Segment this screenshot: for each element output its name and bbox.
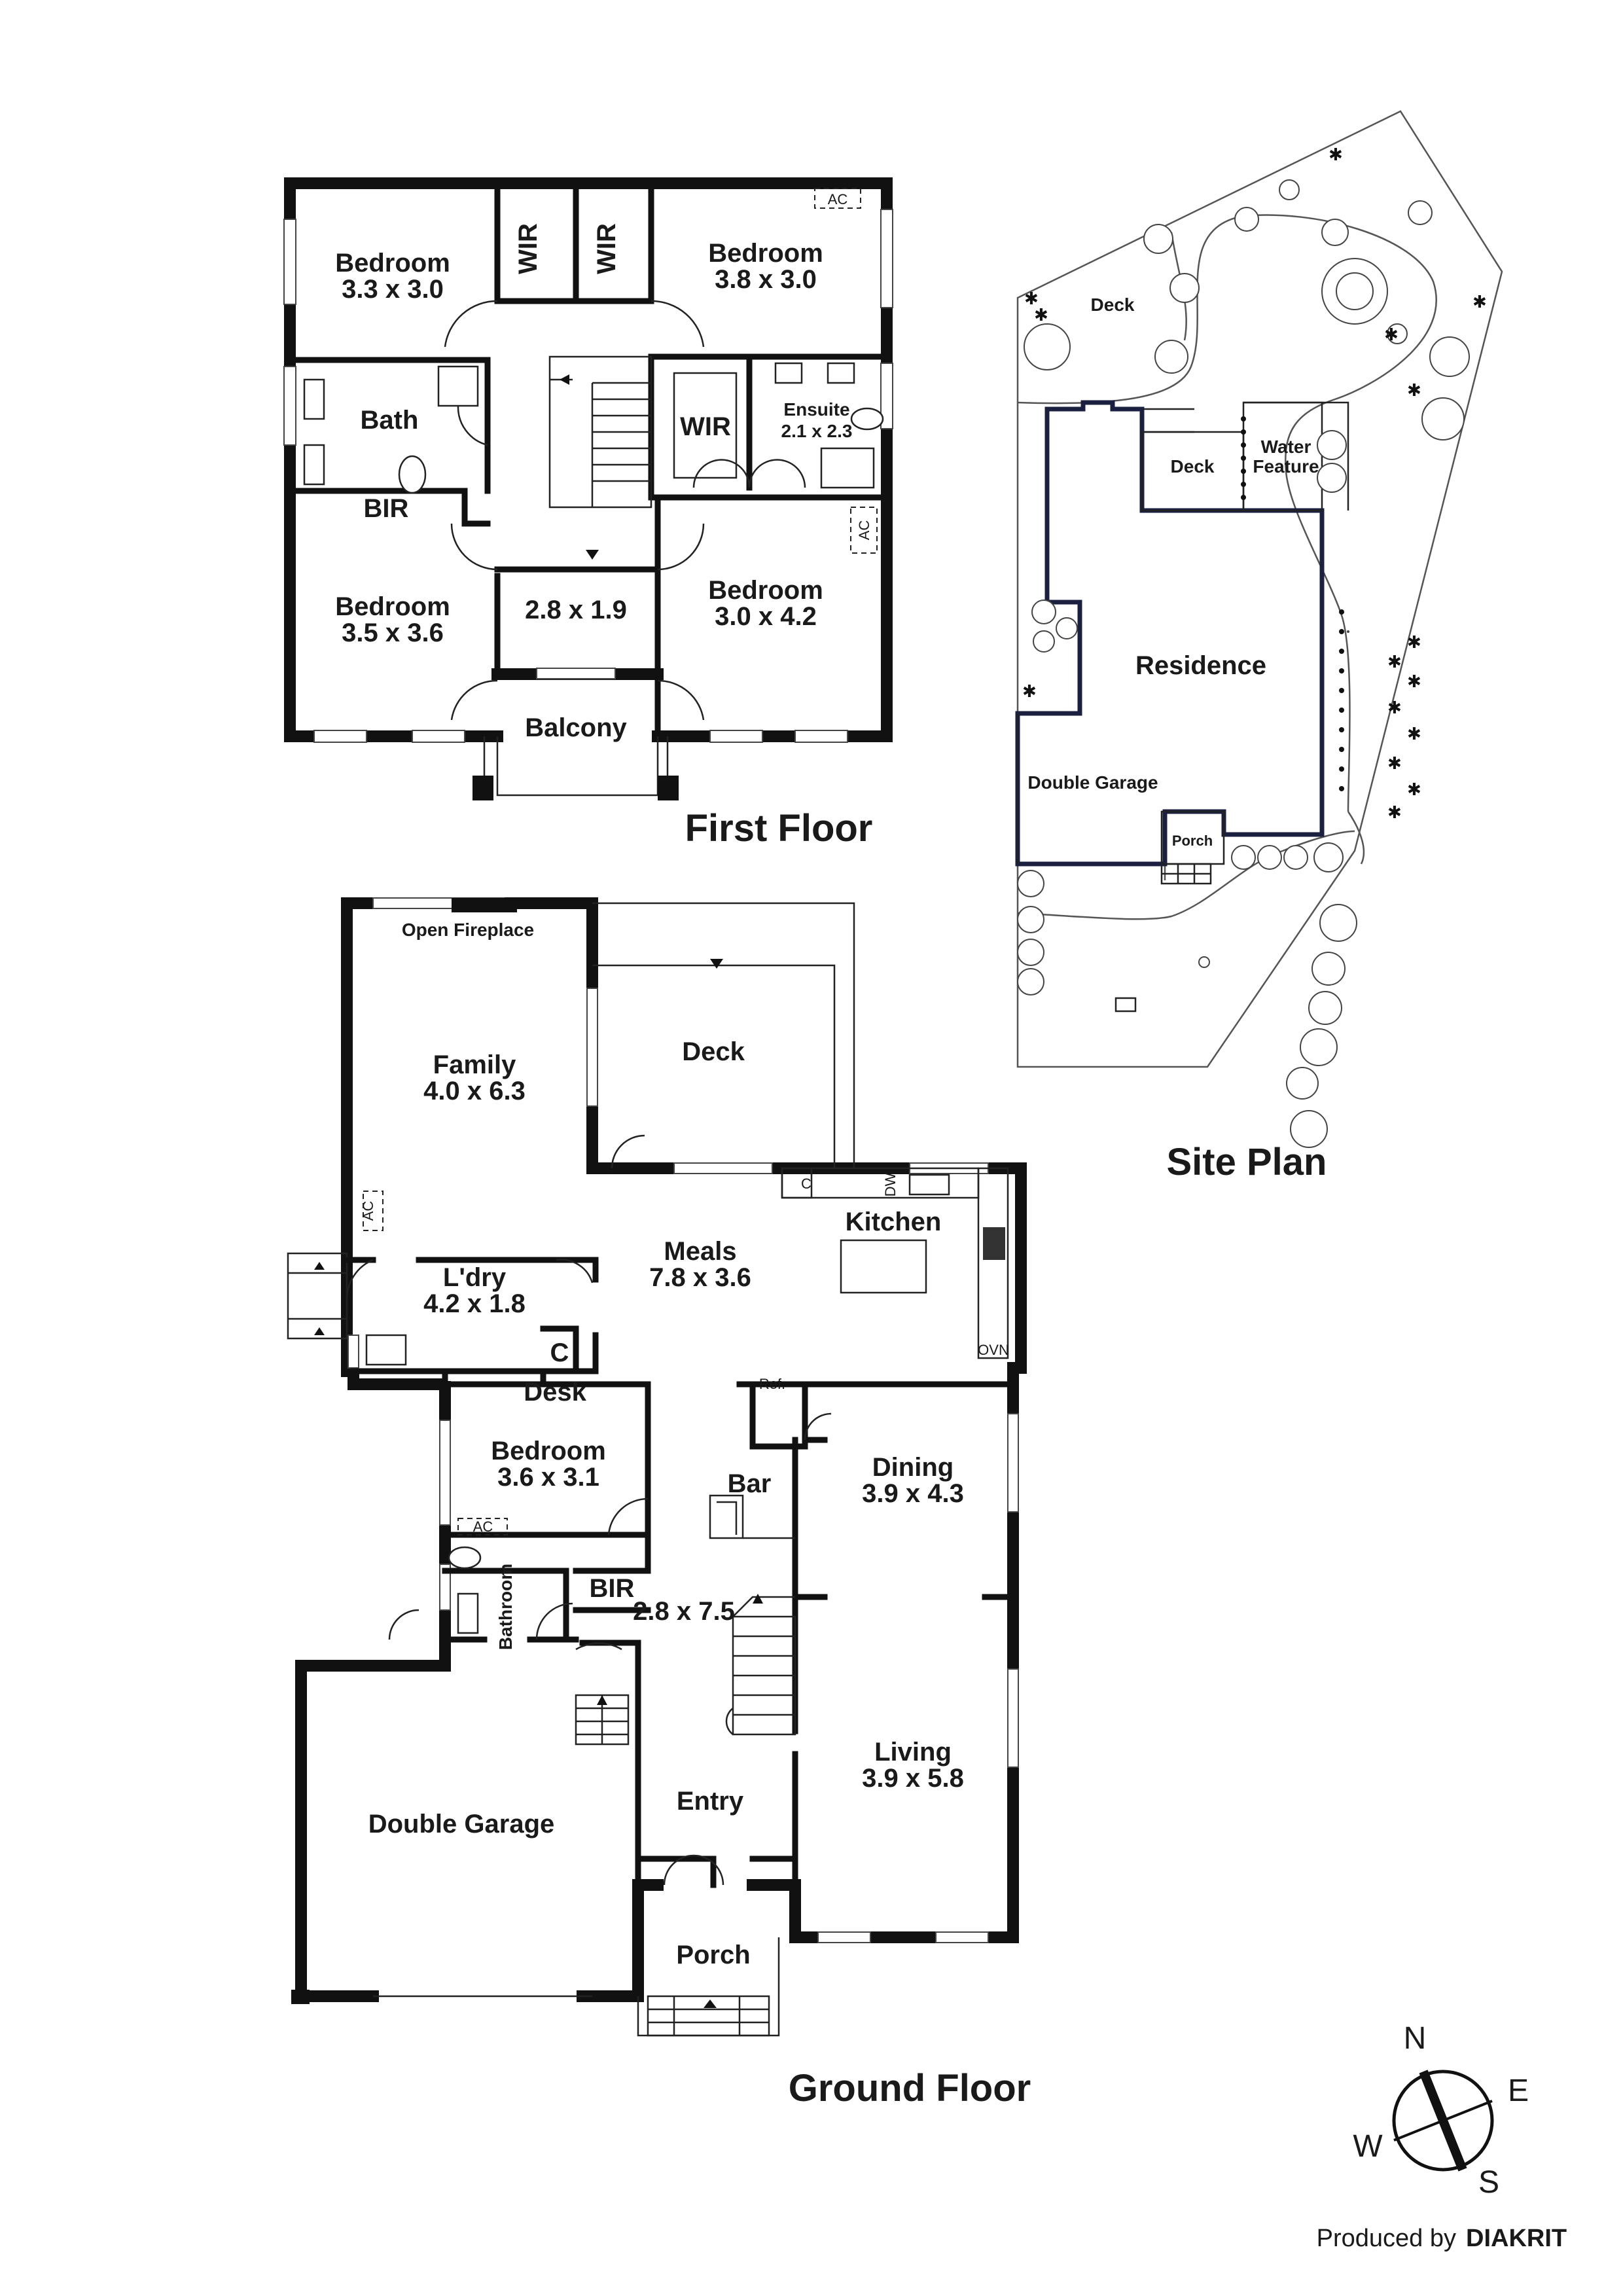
ff-bedroom-2-dim: 3.8 x 3.0 — [715, 265, 817, 294]
gf-hall-dim: 2.8 x 7.5 — [633, 1597, 735, 1626]
compass-e: E — [1508, 2073, 1529, 2108]
ground-floor-title: Ground Floor — [789, 2067, 1031, 2109]
gf-open-fireplace: Open Fireplace — [402, 920, 534, 940]
gf-bar: Bar — [728, 1469, 772, 1498]
ground-floor-plan: AC AC Open Fireplace Deck Family 4.0 x 6… — [287, 897, 1031, 2109]
svg-text:✱: ✱ — [1387, 754, 1402, 774]
gf-kitchen: Kitchen — [846, 1208, 942, 1236]
gf-meals-name: Meals — [664, 1237, 736, 1266]
site-plan-title: Site Plan — [1167, 1141, 1327, 1183]
star-plants: ✱ ✱ ✱ ✱ ✱ ✱ ✱ ✱ ✱ ✱ ✱ ✱ ✱ ✱ ✱ — [1022, 145, 1487, 823]
gf-living-name: Living — [874, 1738, 952, 1767]
compass-icon: N E S W — [1353, 2021, 1529, 2200]
ff-hall-dim: 2.8 x 1.9 — [525, 596, 627, 624]
credit-footer: Produced by DIAKRIT — [1317, 2225, 1567, 2252]
site-deck-top: Deck — [1091, 295, 1135, 315]
gf-family-dim: 4.0 x 6.3 — [423, 1077, 526, 1105]
svg-text:✱: ✱ — [1407, 381, 1421, 401]
ff-bath: Bath — [361, 406, 419, 435]
gf-c-label-2: C — [550, 1338, 569, 1367]
ff-bedroom-4-dim: 3.0 x 4.2 — [715, 602, 817, 631]
ff-wir-1: WIR — [514, 223, 543, 274]
gf-bedroom-name: Bedroom — [491, 1437, 606, 1465]
svg-text:✱: ✱ — [1407, 633, 1421, 653]
svg-text:✱: ✱ — [1387, 803, 1402, 823]
first-floor-plan: AC AC Bedroom 3.3 x 3.0 WIR WIR Bedroom … — [283, 177, 893, 850]
gf-entry: Entry — [677, 1787, 744, 1816]
gf-bedroom-dim: 3.6 x 3.1 — [497, 1463, 599, 1492]
ff-bir: BIR — [364, 494, 409, 523]
gf-bir: BIR — [590, 1574, 635, 1603]
ac-label-3: AC — [360, 1201, 376, 1221]
ac-label-2: AC — [856, 520, 872, 541]
credit-prefix: Produced by — [1317, 2225, 1456, 2252]
ac-label-1: AC — [828, 191, 848, 207]
svg-text:✱: ✱ — [1024, 289, 1039, 309]
ff-bedroom-1-dim: 3.3 x 3.0 — [342, 275, 444, 304]
svg-text:✱: ✱ — [1034, 306, 1048, 325]
gf-meals-dim: 7.8 x 3.6 — [649, 1263, 751, 1292]
ff-ensuite-dim: 2.1 x 2.3 — [781, 421, 853, 441]
svg-text:✱: ✱ — [1407, 725, 1421, 744]
gf-bathroom: Bathroom — [495, 1564, 516, 1650]
ff-bedroom-3-dim: 3.5 x 3.6 — [342, 619, 444, 647]
gf-laundry-dim: 4.2 x 1.8 — [423, 1289, 526, 1318]
site-porch: Porch — [1172, 833, 1213, 849]
gf-ref-label: Ref. — [759, 1376, 785, 1392]
svg-text:✱: ✱ — [1329, 145, 1343, 165]
svg-text:✱: ✱ — [1472, 293, 1487, 312]
compass-s: S — [1478, 2165, 1499, 2200]
gf-porch: Porch — [676, 1941, 750, 1969]
credit-brand: DIAKRIT — [1466, 2225, 1567, 2252]
gf-deck: Deck — [682, 1037, 745, 1066]
gf-family-name: Family — [433, 1050, 516, 1079]
svg-text:✱: ✱ — [1387, 653, 1402, 672]
ff-ensuite-name: Ensuite — [783, 399, 849, 420]
ff-wir-2: WIR — [592, 223, 621, 274]
ff-bedroom-1-name: Bedroom — [335, 249, 450, 278]
svg-text:✱: ✱ — [1387, 698, 1402, 718]
svg-text:✱: ✱ — [1384, 325, 1399, 345]
ff-wir-3: WIR — [680, 412, 731, 441]
gf-living-dim: 3.9 x 5.8 — [862, 1764, 964, 1793]
site-plan: ✱ ✱ ✱ ✱ ✱ ✱ ✱ ✱ ✱ ✱ ✱ ✱ ✱ ✱ ✱ Deck Deck … — [1015, 110, 1503, 1183]
ff-bedroom-2-name: Bedroom — [708, 239, 823, 268]
hedge-dots — [1241, 416, 1344, 791]
svg-text:✱: ✱ — [1022, 682, 1037, 702]
site-residence: Residence — [1135, 651, 1266, 680]
compass-w: W — [1353, 2129, 1383, 2164]
ff-bedroom-3-name: Bedroom — [335, 592, 450, 621]
gf-dining-name: Dining — [872, 1453, 954, 1482]
compass-n: N — [1404, 2021, 1427, 2056]
gf-double-garage: Double Garage — [368, 1810, 555, 1839]
ff-bedroom-4-name: Bedroom — [708, 576, 823, 605]
gf-c-label-1: C — [801, 1175, 812, 1192]
ac-label-4: AC — [473, 1518, 493, 1535]
site-water-feature-line-1: Water — [1261, 437, 1311, 457]
gf-dw-label: DW — [882, 1172, 899, 1196]
gf-dining-dim: 3.9 x 4.3 — [862, 1479, 964, 1508]
gf-oven-label: OVN — [978, 1342, 1009, 1358]
ff-balcony: Balcony — [525, 713, 627, 742]
gf-desk: Desk — [524, 1378, 586, 1407]
site-deck: Deck — [1171, 456, 1215, 476]
site-double-garage: Double Garage — [1027, 772, 1158, 793]
site-water-feature-line-2: Feature — [1253, 456, 1319, 476]
svg-text:✱: ✱ — [1407, 672, 1421, 692]
gf-laundry-name: L'dry — [443, 1263, 507, 1292]
svg-text:✱: ✱ — [1407, 780, 1421, 800]
first-floor-title: First Floor — [685, 807, 873, 850]
